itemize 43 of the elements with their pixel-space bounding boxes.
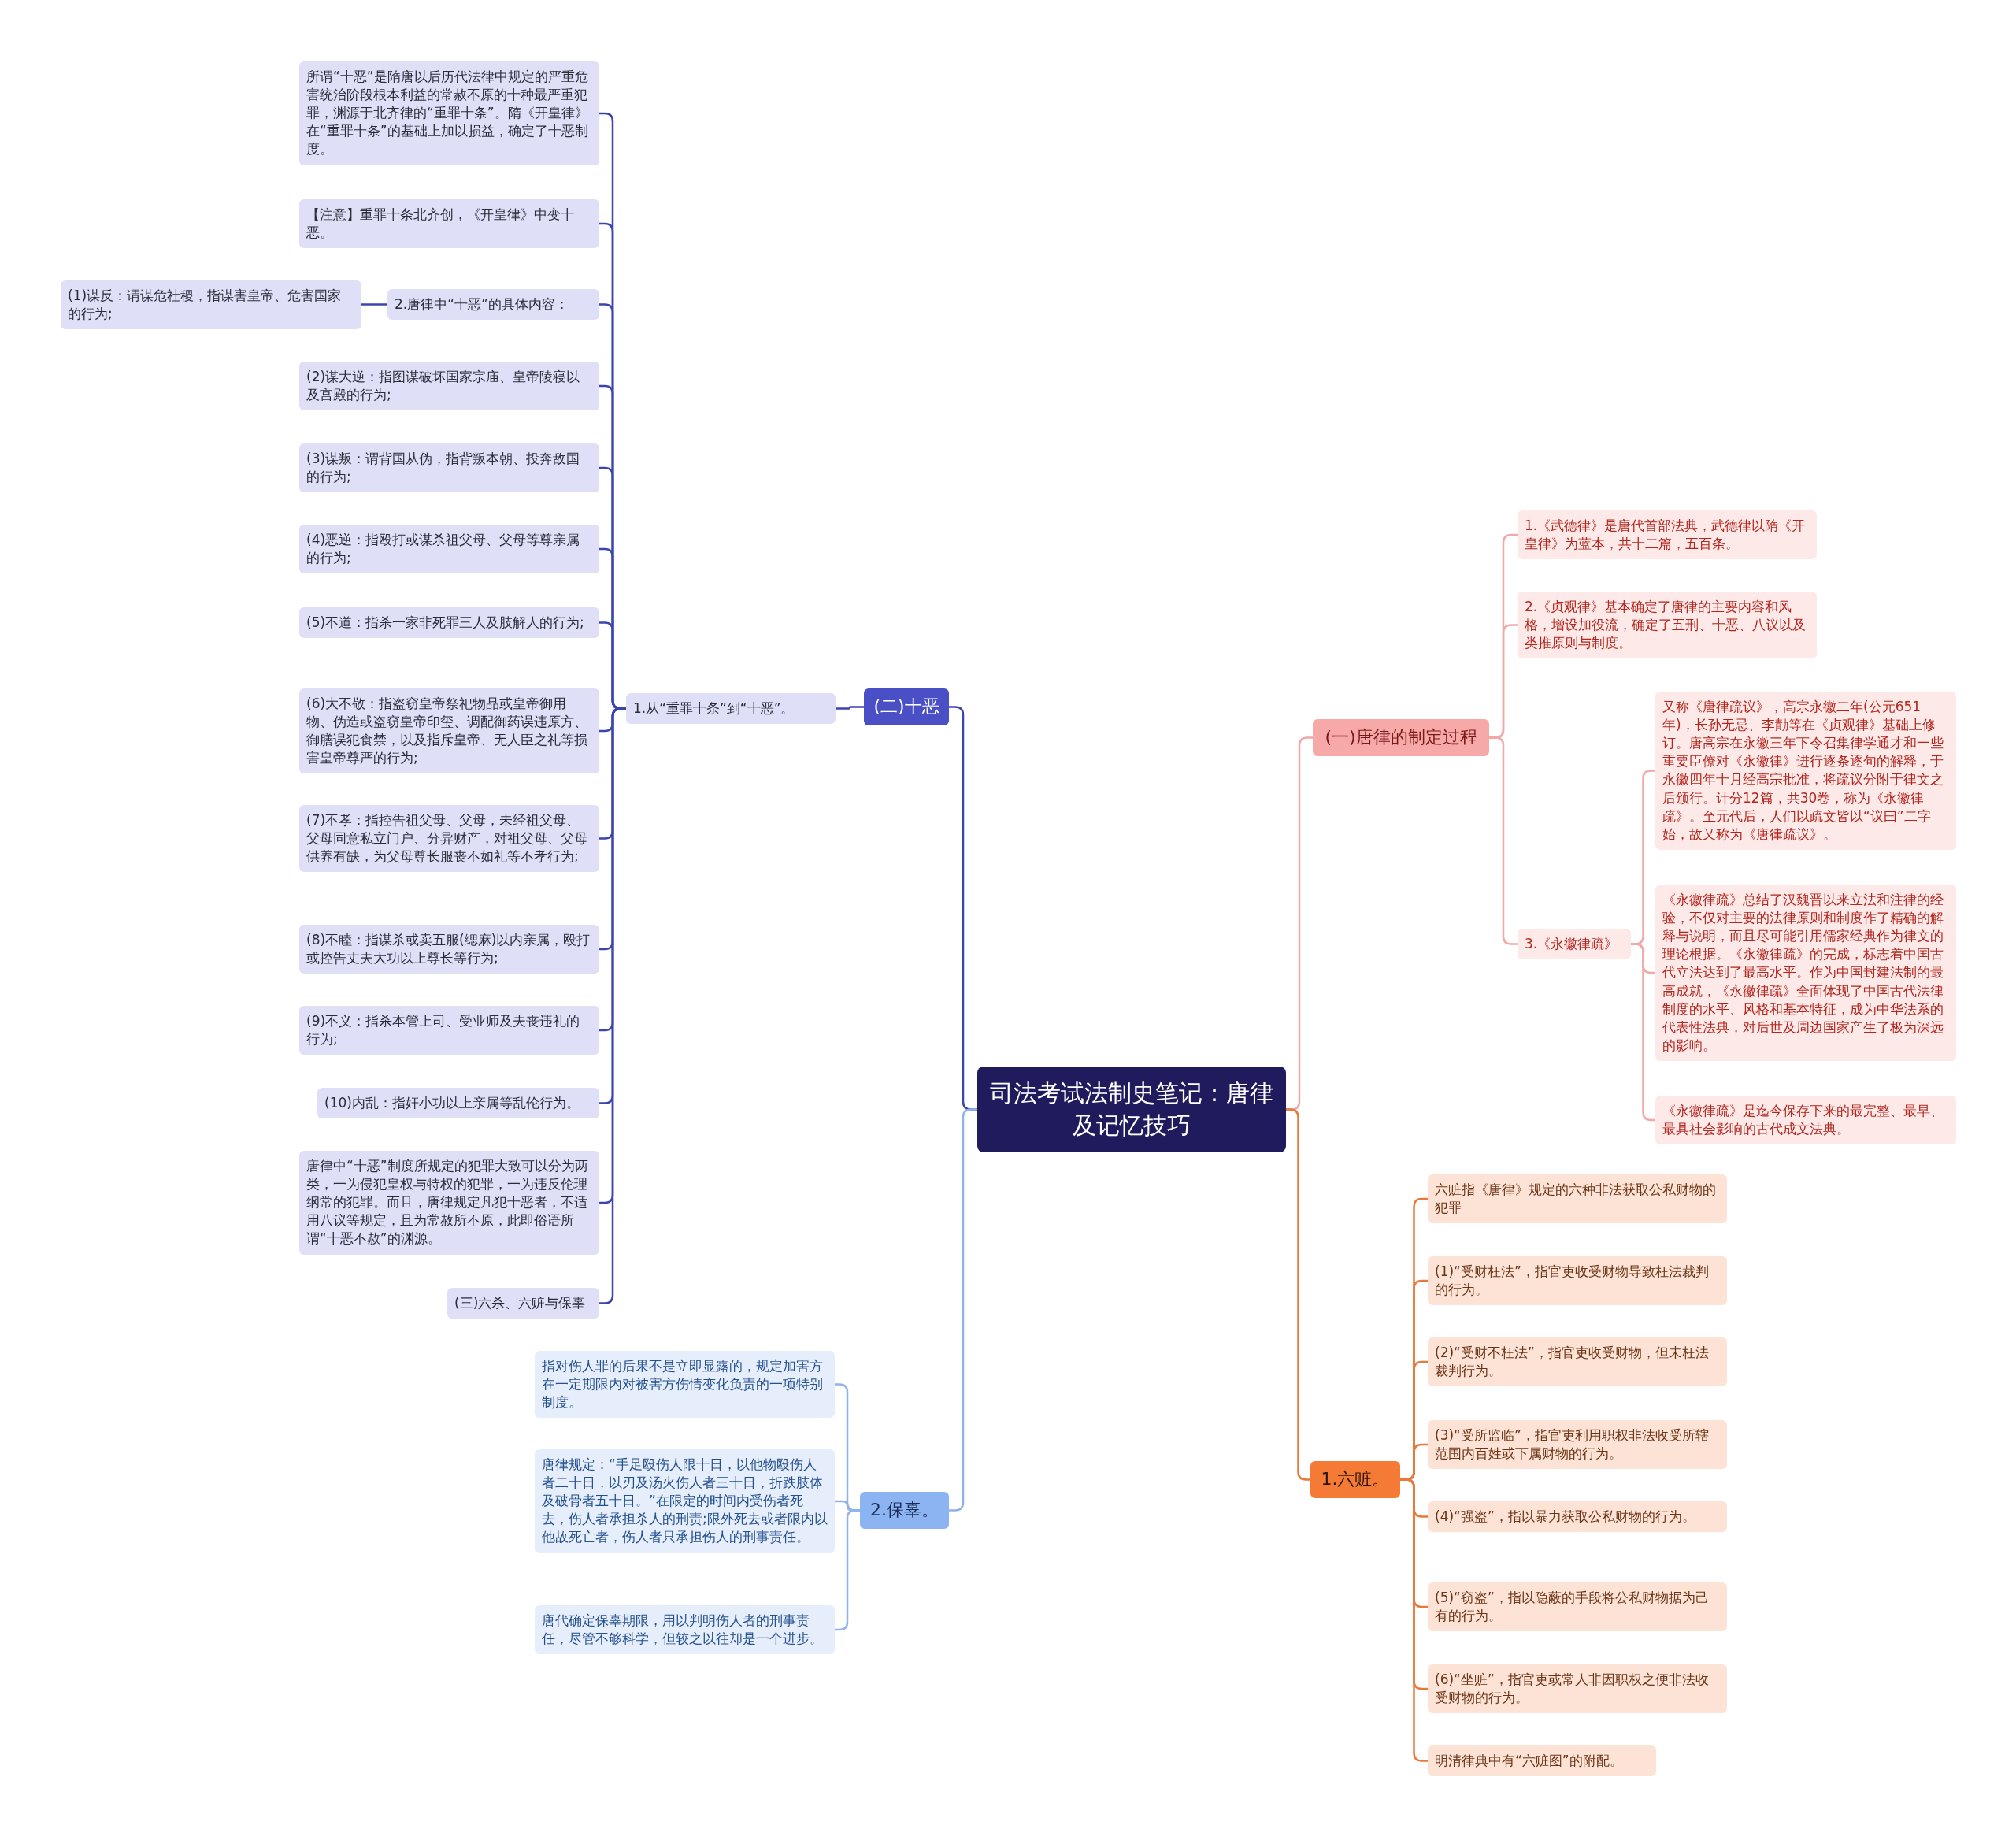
note-box: (1)“受财枉法”，指官吏收受财物导致枉法裁判的行为。 <box>1428 1256 1727 1306</box>
connector-line <box>361 303 387 306</box>
note-box: (5)不道：指杀一家非死罪三人及肢解人的行为; <box>299 607 599 639</box>
topic-box: (三)六杀、六赃与保辜 <box>447 1288 599 1319</box>
note-box: 唐代确定保辜期限，用以判明伤人者的刑事责任，尽管不够科学，但较之以往却是一个进步。 <box>535 1605 835 1655</box>
note-box: 明清律典中有“六赃图”的附配。 <box>1428 1745 1656 1777</box>
branch-box: 1.六赃。 <box>1310 1461 1400 1498</box>
branch-box: (二)十恶 <box>864 688 949 725</box>
central-topic-box: 司法考试法制史笔记：唐律及记忆技巧 <box>977 1067 1286 1152</box>
note-box: (2)“受财不枉法”，指官吏收受财物，但未枉法裁判行为。 <box>1428 1337 1727 1387</box>
branch-box: (一)唐律的制定过程 <box>1313 719 1489 756</box>
topic-box: 1.从“重罪十条”到“十恶”。 <box>626 693 836 725</box>
note-box: (3)“受所监临”，指官吏利用职权非法收受所辖范围内百姓或下属财物的行为。 <box>1428 1420 1727 1470</box>
connector-line <box>1489 736 1518 945</box>
note-box: (9)不义：指杀本管上司、受业师及夫丧违礼的行为; <box>299 1006 599 1055</box>
topic-box: 2.唐律中“十恶”的具体内容： <box>387 289 599 321</box>
connector-line <box>1400 1478 1428 1762</box>
connector-line <box>949 1108 977 1512</box>
note-box: (2)谋大逆：指图谋破坏国家宗庙、皇帝陵寝以及宫殿的行为; <box>299 362 599 411</box>
note-box: 1.《武德律》是唐代首部法典，武德律以隋《开皇律》为蓝本，共十二篇，五百条。 <box>1518 510 1817 560</box>
note-box: 唐律中“十恶”制度所规定的犯罪大致可以分为两类，一为侵犯皇权与特权的犯罪，一为违反伦理纲常的犯罪。而且，唐律规定凡犯十恶者，不适用八议等规定，且为常赦所不原，此即俗语所谓“十恶不赦”的渊源。 <box>299 1151 599 1255</box>
note-box: (5)“窃盗”，指以隐蔽的手段将公私财物据为己有的行为。 <box>1428 1582 1727 1632</box>
note-box: 唐律规定：“手足殴伤人限十日，以他物殴伤人者二十日，以刃及汤火伤人者三十日，折跌肢体及破骨者五十日。”在限定的时间内受伤者死去，伤人者承担杀人的刑责;限外死去或者限内以他故死亡者，伤人者只承担伤人的刑事责任。 <box>535 1449 835 1553</box>
topic-box: 3.《永徽律疏》 <box>1518 929 1631 960</box>
note-box: (6)“坐赃”，指官吏或常人非因职权之便非法收受财物的行为。 <box>1428 1664 1727 1714</box>
connector-line <box>836 706 864 710</box>
note-box: (8)不睦：指谋杀或卖五服(缌麻)以内亲属，殴打或控告丈夫大功以上尊长等行为; <box>299 925 599 974</box>
note-box: 【注意】重罪十条北齐创，《开皇律》中变十恶。 <box>299 199 599 249</box>
note-box: (4)“强盗”，指以暴力获取公私财物的行为。 <box>1428 1501 1727 1533</box>
note-box: (4)恶逆：指殴打或谋杀祖父母、父母等尊亲属的行为; <box>299 525 599 574</box>
note-box: 六赃指《唐律》规定的六种非法获取公私财物的犯罪 <box>1428 1174 1727 1224</box>
note-box: 指对伤人罪的后果不是立即显露的，规定加害方在一定期限内对被害方伤情变化负责的一项特别制度。 <box>535 1351 835 1419</box>
note-box: (3)谋叛：谓背国从伪，指背叛本朝、投奔敌国的行为; <box>299 443 599 493</box>
note-box: 2.《贞观律》基本确定了唐律的主要内容和风格，增设加役流，确定了五刑、十恶、八议以及类推原则与制度。 <box>1518 592 1817 659</box>
note-box: (6)大不敬：指盗窃皇帝祭祀物品或皇帝御用物、伪造或盗窃皇帝印玺、调配御药误违原方、御膳误犯食禁，以及指斥皇帝、无人臣之礼等损害皇帝尊严的行为; <box>299 688 599 774</box>
note-box: 《永徽律疏》是迄今保存下来的最完整、最早、最具社会影响的古代成文法典。 <box>1655 1096 1956 1145</box>
note-box: 《永徽律疏》总结了汉魏晋以来立法和注律的经验，不仅对主要的法律原则和制度作了精确的解释与说明，而且尽可能引用儒家经典作为律文的理论根据。《永徽律疏》的完成，标志着中国古代立法达到了最高水平。作为中国封建法制的最高成就，《永徽律疏》全面体现了中国古代法律制度的水平、风格和基本特征，成为中华法系的代表性法典，对后世及周边国家产生了极为深远的影响。 <box>1655 885 1956 1061</box>
note-box: 又称《唐律疏议》，高宗永徽二年(公元651年)，长孙无忌、李勣等在《贞观律》基础上修订。唐高宗在永徽三年下令召集律学通才和一些重要臣僚对《永徽律》进行逐条逐句的解释，于永徽四年十月经高宗批准，将疏议分附于律文之后颁行。计分12篇，共30卷，称为《永徽律疏》。至元代后，人们以疏文皆以“议曰”二字始，故又称为《唐律疏议》。 <box>1655 692 1956 850</box>
note-box: (10)内乱：指奸小功以上亲属等乱伦行为。 <box>317 1088 599 1119</box>
branch-box: 2.保辜。 <box>860 1492 949 1529</box>
note-box: 所谓“十恶”是隋唐以后历代法律中规定的严重危害统治阶段根本利益的常赦不原的十种最严重犯罪，渊源于北齐律的“重罪十条”。隋《开皇律》在“重罪十条”的基础上加以损益，确定了十恶制度。 <box>299 61 599 165</box>
note-box: (1)谋反：谓谋危社稷，指谋害皇帝、危害国家的行为; <box>61 280 361 330</box>
note-box: (7)不孝：指控告祖父母、父母，未经祖父母、父母同意私立门户、分异财产，对祖父母、父母供养有缺，为父母尊长服丧不如礼等不孝行为; <box>299 805 599 873</box>
